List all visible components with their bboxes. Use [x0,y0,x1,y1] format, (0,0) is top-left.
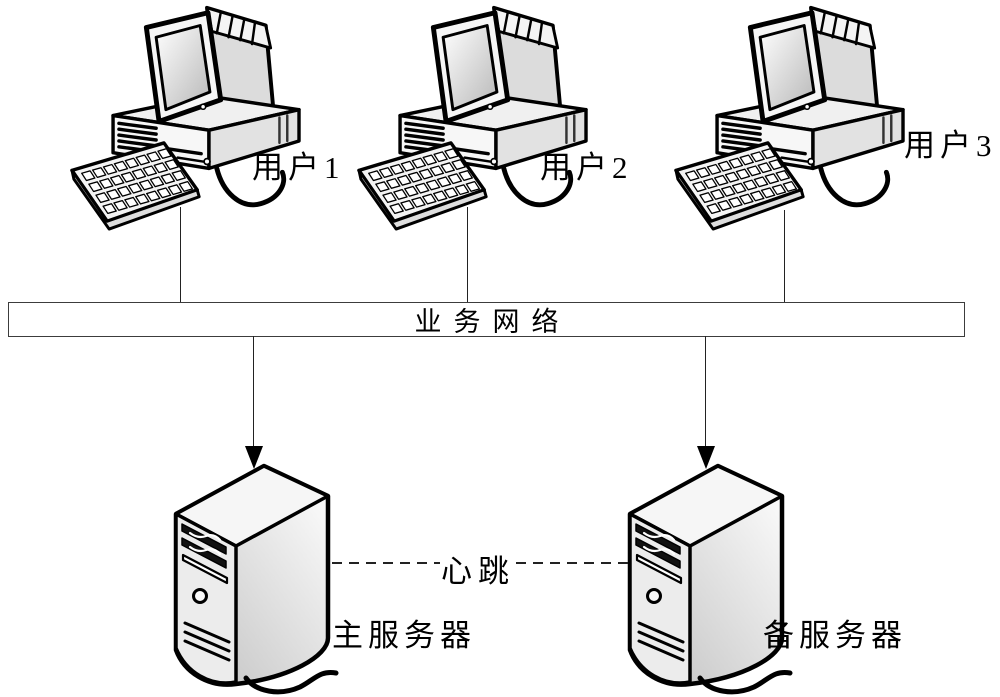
user2-bus-line [467,207,469,303]
business-network-bus: 业务网络 [8,302,965,337]
backup-server-icon [622,458,797,697]
bus-to-backup-line [705,336,707,448]
heartbeat-dashed-line [332,562,628,564]
user3-computer-icon [666,2,911,232]
arrow-down-backup-icon [697,446,715,469]
user1-label: 用户1 [252,150,345,185]
user1-bus-line [180,207,182,303]
backup-server-label: 备服务器 [763,618,907,653]
business-network-label: 业务网络 [414,307,571,337]
user2-label: 用户2 [540,150,633,185]
heartbeat-label: 心跳 [441,554,515,589]
user3-label: 用户3 [904,128,997,163]
user1-computer-icon [62,2,307,232]
primary-server-icon [168,458,343,697]
bus-to-primary-line [253,336,255,448]
primary-server-label: 主服务器 [332,618,476,653]
user2-computer-icon [349,2,594,232]
user3-bus-line [784,210,786,303]
arrow-down-primary-icon [245,446,263,469]
